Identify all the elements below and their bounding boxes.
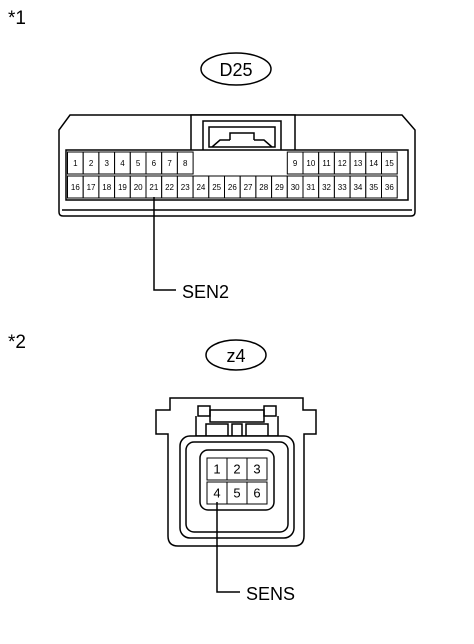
pin-label: 5	[136, 159, 141, 168]
pin-label: 4	[213, 486, 220, 501]
pin-label: 7	[167, 159, 172, 168]
pin-label: 25	[212, 183, 221, 192]
pin-cell	[246, 457, 268, 481]
pin-label: 24	[196, 183, 205, 192]
pin-label: 22	[165, 183, 174, 192]
pin-label: 16	[71, 183, 80, 192]
pin-label: 27	[244, 183, 253, 192]
pin-label: 6	[152, 159, 157, 168]
pin-label: 26	[228, 183, 237, 192]
connector2-marker: *2	[8, 332, 26, 353]
pin-label: 14	[369, 159, 378, 168]
pin-label: 33	[338, 183, 347, 192]
pin-label: 1	[73, 159, 78, 168]
connector1-marker: *1	[8, 8, 26, 29]
connector2-callout: SENS	[216, 502, 295, 604]
pin-label: 28	[259, 183, 268, 192]
pin-label: 10	[306, 159, 315, 168]
pin-label: 15	[385, 159, 394, 168]
pin-label: 11	[322, 159, 331, 168]
pin-label: 34	[353, 183, 362, 192]
pin-label: 2	[233, 462, 240, 477]
pin-cell	[381, 175, 398, 199]
pin-label: 23	[181, 183, 190, 192]
connector2-code: z4	[226, 346, 245, 366]
pin-label: 36	[385, 183, 394, 192]
connector1-callout: SEN2	[153, 197, 229, 302]
pin-label: 5	[233, 486, 240, 501]
pin-label: 32	[322, 183, 331, 192]
pin-label: 30	[291, 183, 300, 192]
pin-label: 21	[149, 183, 158, 192]
connector2-callout-label: SENS	[246, 584, 295, 604]
connector1-code: D25	[219, 60, 252, 80]
pin-cell	[381, 151, 398, 175]
pin-label: 18	[102, 183, 111, 192]
pin-label: 29	[275, 183, 284, 192]
pin-label: 2	[89, 159, 94, 168]
pin-cell	[176, 151, 194, 175]
pin-label: 6	[253, 486, 260, 501]
pin-label: 13	[353, 159, 362, 168]
pin-label: 19	[118, 183, 127, 192]
connector1-callout-label: SEN2	[182, 282, 229, 302]
pin-cell	[246, 481, 268, 505]
connector2-code-badge: z4	[205, 339, 267, 371]
pin-label: 9	[293, 159, 298, 168]
pin-label: 31	[306, 183, 315, 192]
pin-label: 17	[87, 183, 96, 192]
pin-label: 3	[105, 159, 110, 168]
pin-label: 8	[183, 159, 188, 168]
pin-label: 20	[134, 183, 143, 192]
pin-label: 3	[253, 462, 260, 477]
pin-label: 12	[338, 159, 347, 168]
pin-label: 4	[120, 159, 125, 168]
pin-label: 35	[369, 183, 378, 192]
connector1-code-badge: D25	[200, 52, 272, 86]
pin-label: 1	[213, 462, 220, 477]
